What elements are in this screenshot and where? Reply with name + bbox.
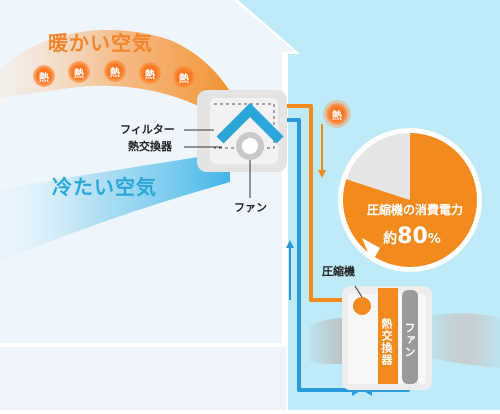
pie-prefix: 約	[383, 231, 398, 247]
compressor-label: 圧縮機	[322, 265, 355, 278]
cold-air-label: 冷たい空気	[52, 175, 157, 199]
heat-mark: 熱	[173, 66, 195, 88]
power-pie	[343, 133, 477, 267]
outdoor-heat-exchanger-label: 熱交換器	[380, 318, 393, 366]
filter-label: フィルター	[120, 123, 175, 136]
outdoor-fan-label: ファン	[403, 322, 416, 358]
heat-mark: 熱	[33, 65, 55, 87]
heat-mark: 熱	[68, 61, 90, 83]
indoor-heat-exchanger-label: 熱交換器	[128, 140, 172, 153]
pie-value: 80	[397, 224, 428, 249]
warm-air-label: 暖かい空気	[48, 31, 153, 55]
heat-mark: 熱	[139, 62, 161, 84]
heat-mark: 熱	[104, 60, 126, 82]
pie-compressor-slice	[343, 133, 477, 267]
pie-value-line: 約80%	[352, 226, 472, 248]
pie-unit: %	[427, 232, 441, 247]
pie-caption: 圧縮機の消費電力	[366, 203, 463, 217]
pipe-heat-mark: 熱	[326, 103, 348, 125]
indoor-fan-label: ファン	[234, 201, 267, 214]
